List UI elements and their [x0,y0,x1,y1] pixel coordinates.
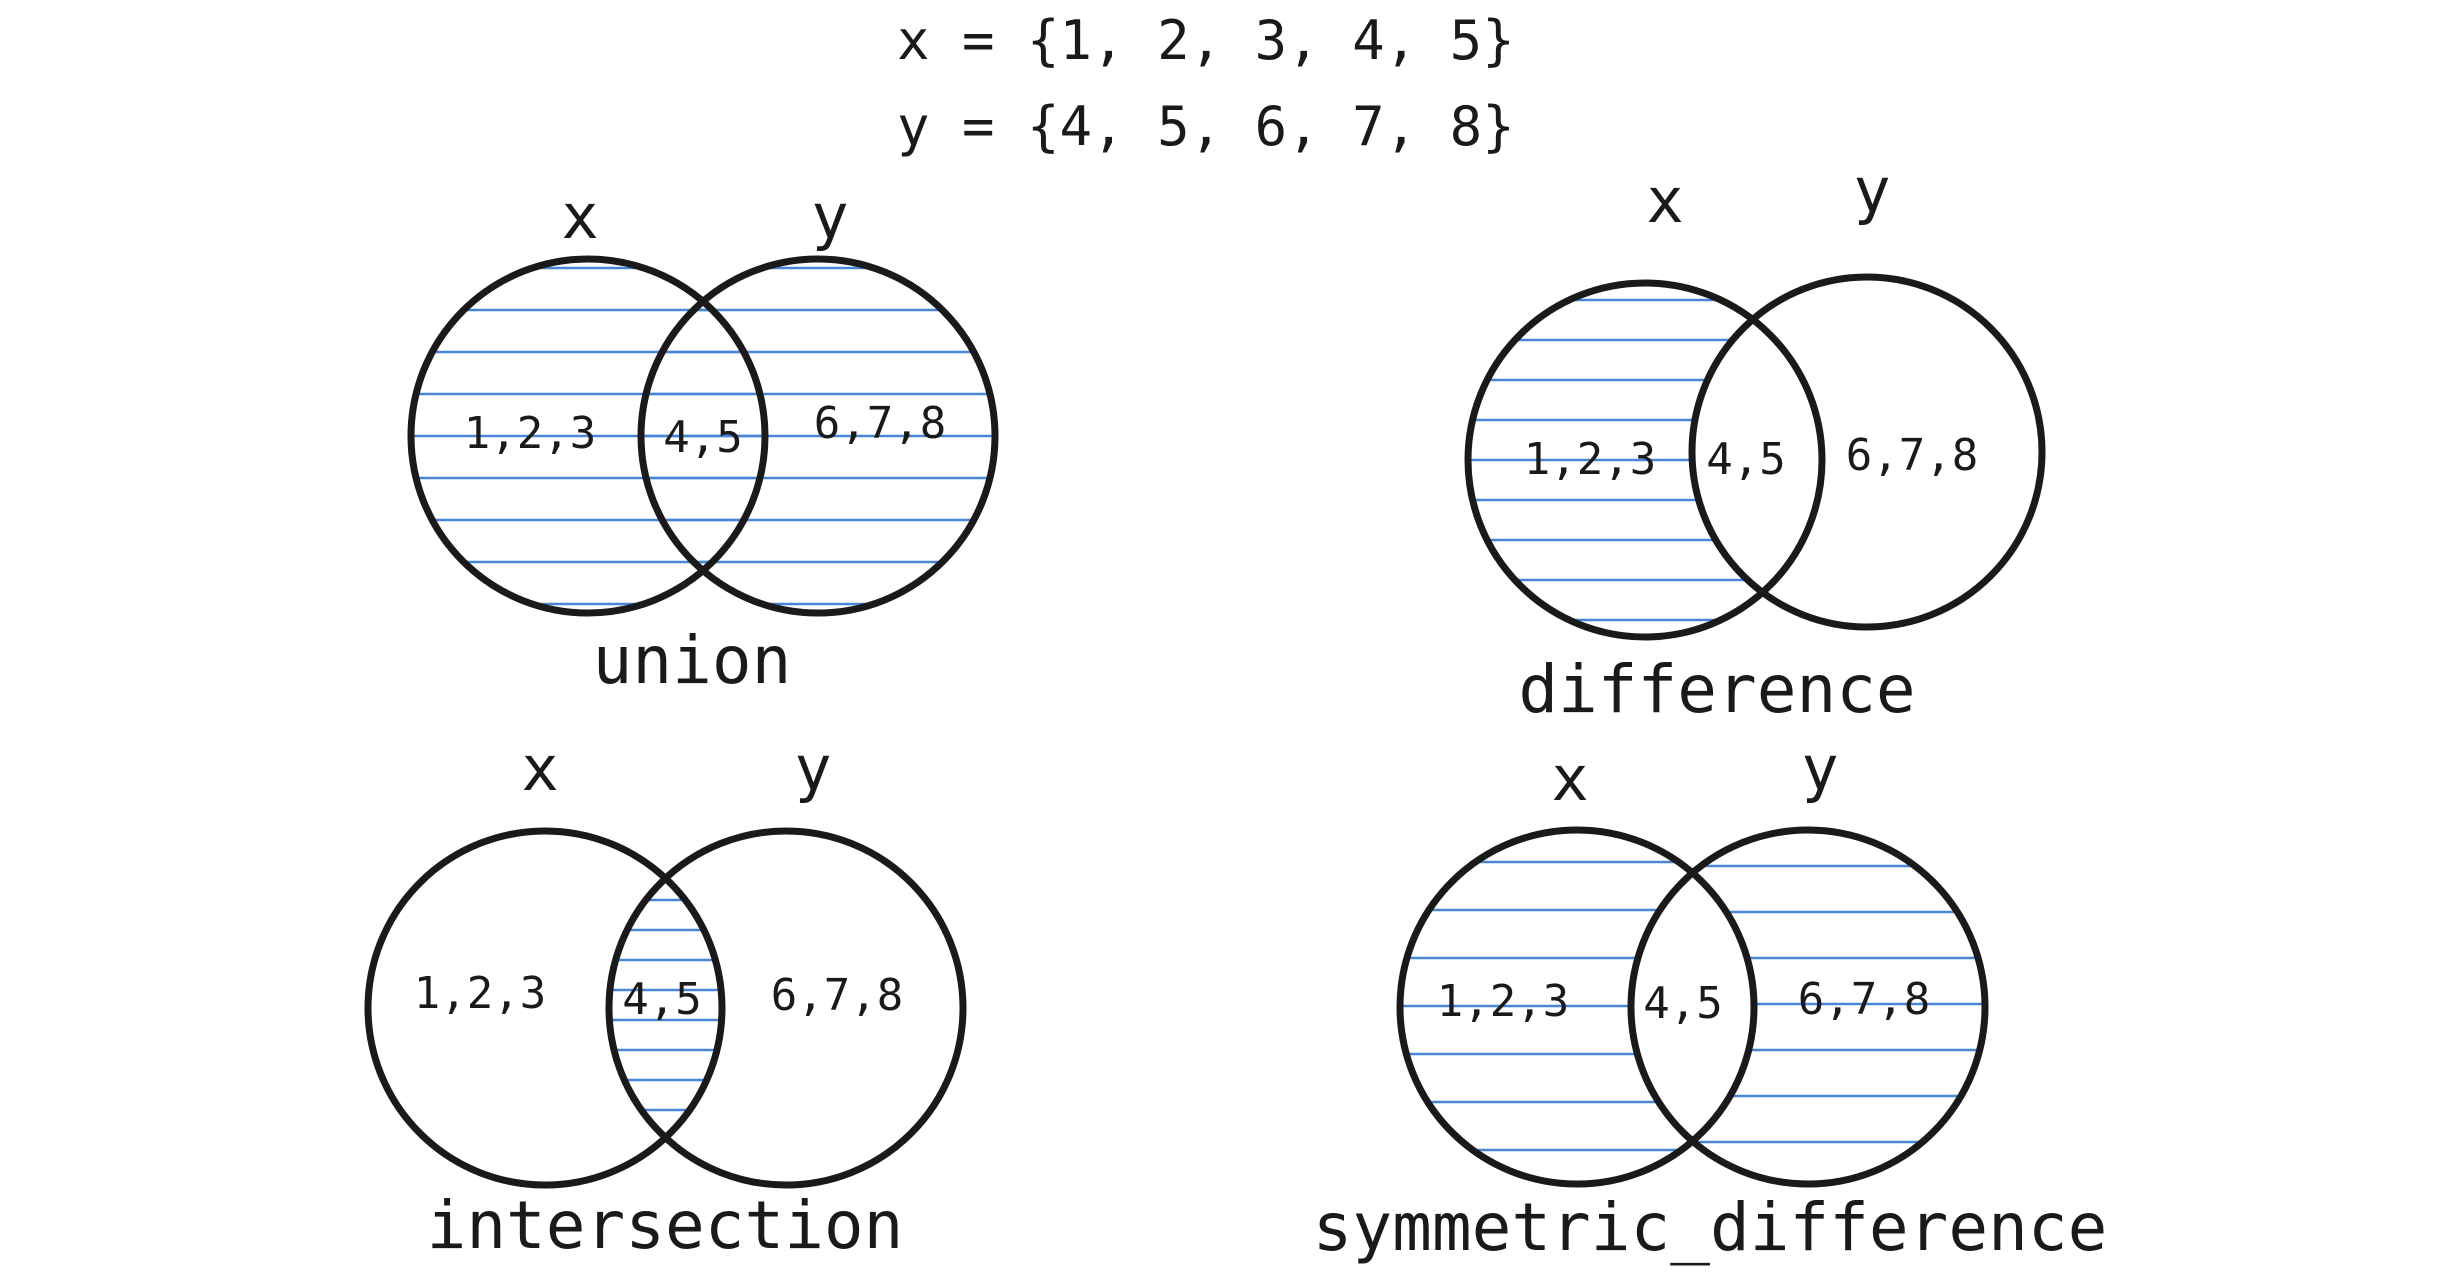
intersection-caption: intersection [427,1187,904,1264]
difference-region-both: 4,5 [1706,434,1785,485]
intersection-label-y: y [794,732,831,805]
symdiff-label-y: y [1801,732,1838,805]
intersection-label-x: x [521,732,558,805]
union-label-x: x [561,180,598,253]
symmetric-difference-diagram: x y 1,2,3 4,5 6,7,8 symmetric_difference [1313,732,2108,1266]
difference-diagram: x y 1,2,3 4,5 6,7,8 difference [1464,154,2046,728]
union-label-y: y [811,180,848,253]
intersection-region-y-only: 6,7,8 [771,970,903,1021]
union-diagram: x y 1,2,3 4,5 6,7,8 union [407,180,999,699]
difference-caption: difference [1518,651,1915,728]
symdiff-circle-y [1627,826,1989,1188]
difference-region-y-only: 6,7,8 [1846,430,1978,481]
intersection-circle-y [605,827,967,1189]
intersection-region-both: 4,5 [622,974,701,1025]
symdiff-circle-x [1396,826,1758,1188]
intersection-circle-x [364,827,726,1189]
difference-region-x-only: 1,2,3 [1524,434,1656,485]
difference-circle-x [1464,279,1826,641]
intersection-region-x-only: 1,2,3 [414,968,546,1019]
symdiff-label-x: x [1551,742,1588,815]
intersection-diagram: x y 1,2,3 4,5 6,7,8 intersection [364,732,967,1264]
union-region-both: 4,5 [663,412,742,463]
difference-label-y: y [1853,154,1890,227]
union-region-y-only: 6,7,8 [814,398,946,449]
symdiff-region-x-only: 1,2,3 [1437,976,1569,1027]
union-circle-y [637,255,999,617]
definition-x: x = {1, 2, 3, 4, 5} [897,9,1515,72]
difference-label-x: x [1646,164,1683,237]
union-circle-x [407,255,769,617]
symdiff-region-both: 4,5 [1643,978,1722,1029]
union-caption: union [593,622,792,699]
definition-y: y = {4, 5, 6, 7, 8} [897,95,1515,158]
union-region-x-only: 1,2,3 [464,408,596,459]
symmetric-difference-caption: symmetric_difference [1313,1189,2108,1266]
symdiff-region-y-only: 6,7,8 [1798,974,1930,1025]
difference-circle-y [1688,273,2046,631]
